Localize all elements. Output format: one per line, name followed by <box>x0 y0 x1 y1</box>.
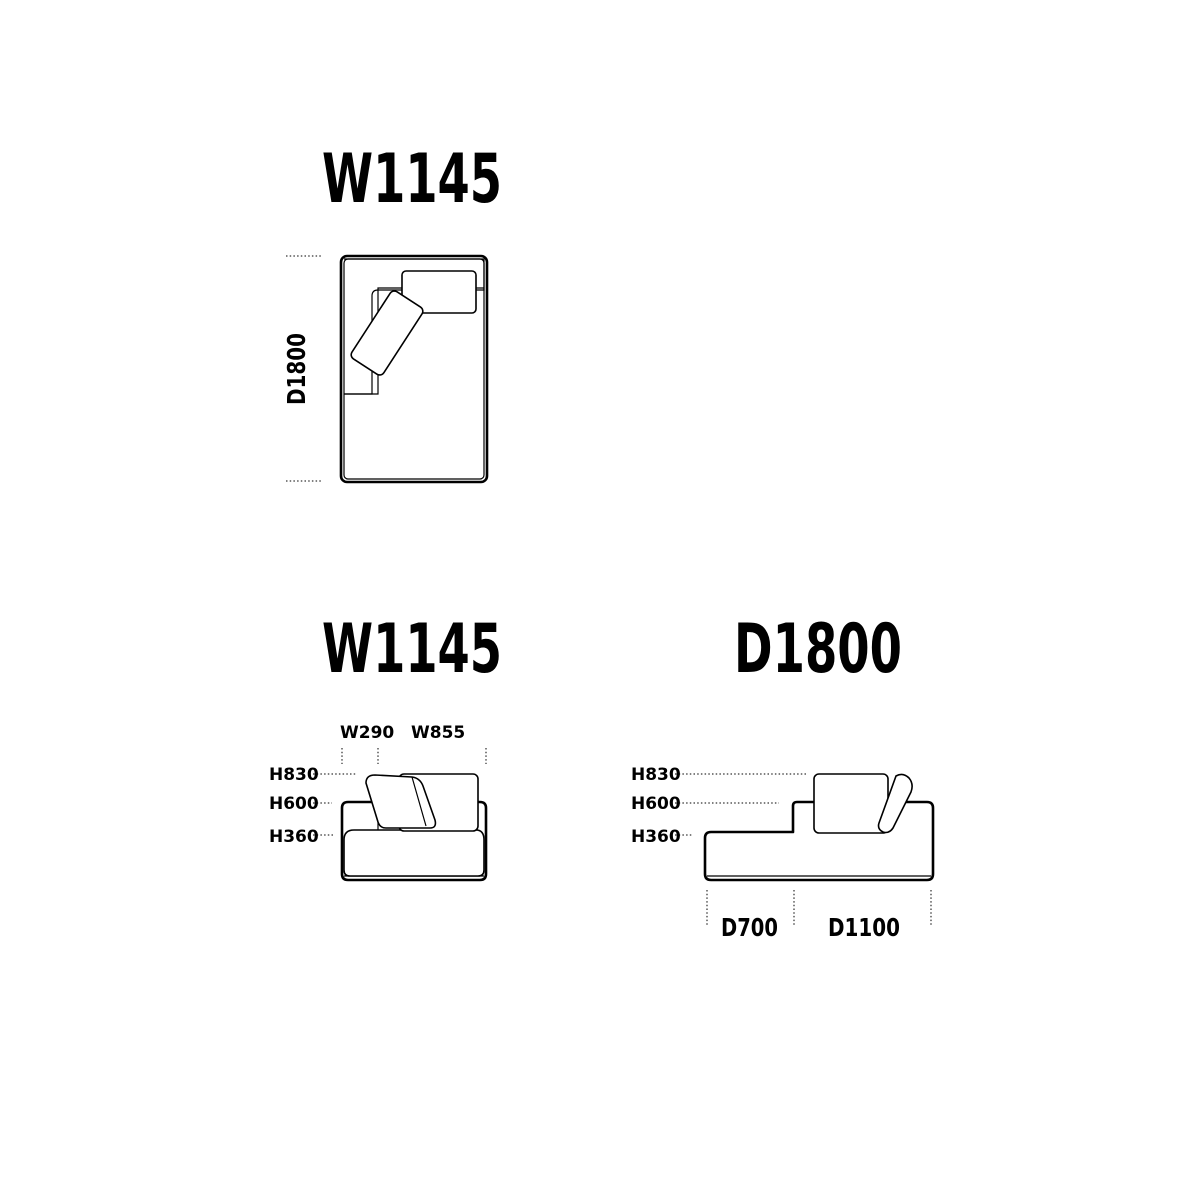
side-height-arm: H600 <box>631 794 681 814</box>
side-height-seat: H360 <box>631 827 681 847</box>
side-height-back: H830 <box>631 765 681 785</box>
side-view-depth-title: D1800 <box>734 610 902 689</box>
front-pillow <box>365 774 437 829</box>
front-height-back: H830 <box>269 765 319 785</box>
side-view: D1800 H830 H600 H360 D700 D1100 <box>631 610 935 942</box>
side-depth-back: D1100 <box>828 913 900 942</box>
front-pillow-fold <box>411 776 427 827</box>
top-view: W1145 D1800 <box>282 140 502 484</box>
top-pillow <box>350 290 424 376</box>
side-depth-front: D700 <box>721 913 778 942</box>
front-view-width-title: W1145 <box>322 610 502 689</box>
front-seat-width: W855 <box>411 723 465 743</box>
front-seat-cushion <box>343 829 485 877</box>
top-view-width-title: W1145 <box>322 140 502 219</box>
front-height-arm: H600 <box>269 794 319 814</box>
side-pillow <box>877 773 913 834</box>
top-view-depth-label: D1800 <box>282 333 311 405</box>
top-back-cushion <box>401 270 477 314</box>
front-height-seat: H360 <box>269 827 319 847</box>
front-view: W1145 W290 W855 H830 H600 H360 <box>269 610 502 882</box>
front-armrest-width: W290 <box>340 723 394 743</box>
side-back-cushion <box>813 773 889 834</box>
